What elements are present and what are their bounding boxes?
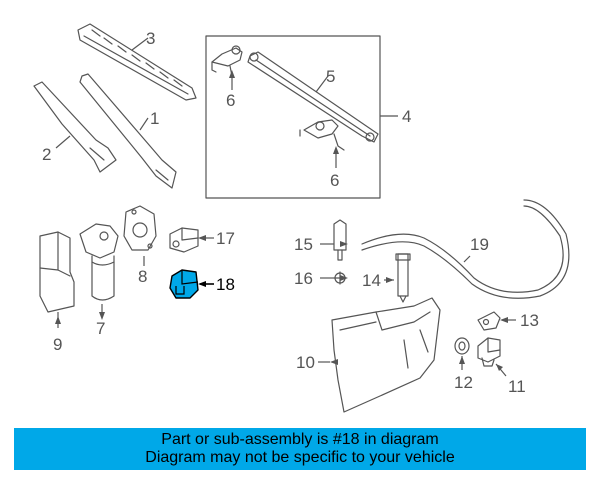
callout-16: 16 — [294, 269, 313, 288]
banner-line-1: Part or sub-assembly is #18 in diagram — [161, 431, 439, 448]
leader-lines — [55, 37, 516, 377]
part-wiper-linkage — [247, 51, 379, 143]
callout-2: 2 — [42, 145, 51, 164]
part-washer-hose — [361, 199, 570, 299]
part-wiper-arm-secondary — [33, 81, 117, 173]
callout-11: 11 — [508, 377, 526, 396]
part-motor-cover — [39, 231, 75, 313]
arrowhead-18 — [198, 281, 206, 287]
callout-1: 1 — [150, 109, 159, 128]
callout-6-upper: 6 — [226, 91, 235, 110]
part-clip — [477, 311, 501, 331]
callout-19: 19 — [470, 235, 489, 254]
parts-diagram: 1 2 3 4 5 6 6 7 8 9 10 11 12 13 14 15 16… — [33, 23, 570, 413]
callout-6-lower: 6 — [330, 171, 339, 190]
callout-12: 12 — [454, 373, 473, 392]
callout-3: 3 — [146, 29, 155, 48]
callout-9: 9 — [53, 335, 62, 354]
part-washer-pump — [477, 337, 501, 367]
part-wiper-blade — [77, 23, 197, 101]
callout-5: 5 — [326, 67, 335, 86]
linkage-box — [205, 35, 381, 199]
part-pivot-upper — [211, 45, 243, 77]
part-washer-reservoir — [331, 297, 441, 413]
part-washer-nozzle — [333, 219, 347, 261]
part-motor-bracket — [123, 205, 157, 251]
banner-line-2: Diagram may not be specific to your vehi… — [145, 449, 455, 466]
callout-13: 13 — [520, 311, 539, 330]
callout-4: 4 — [402, 107, 411, 126]
callout-17: 17 — [216, 229, 235, 248]
part-seal — [454, 337, 470, 355]
part-18-highlighted[interactable] — [169, 269, 199, 299]
callout-18: 18 — [216, 275, 235, 294]
part-sensor — [169, 227, 199, 253]
part-wiper-arm — [79, 73, 177, 189]
callout-10: 10 — [296, 353, 315, 372]
callout-7: 7 — [96, 319, 105, 338]
callout-15: 15 — [294, 235, 313, 254]
part-pivot-lower — [299, 119, 345, 151]
info-banner: Part or sub-assembly is #18 in diagram D… — [14, 428, 586, 470]
callout-8: 8 — [138, 267, 147, 286]
callout-14: 14 — [362, 271, 381, 290]
part-level-sensor — [395, 253, 411, 303]
leader-arrowheads — [55, 70, 508, 371]
callout-labels: 1 2 3 4 5 6 6 7 8 9 10 11 12 13 14 15 16… — [42, 29, 539, 396]
part-wiper-motor — [79, 223, 119, 301]
